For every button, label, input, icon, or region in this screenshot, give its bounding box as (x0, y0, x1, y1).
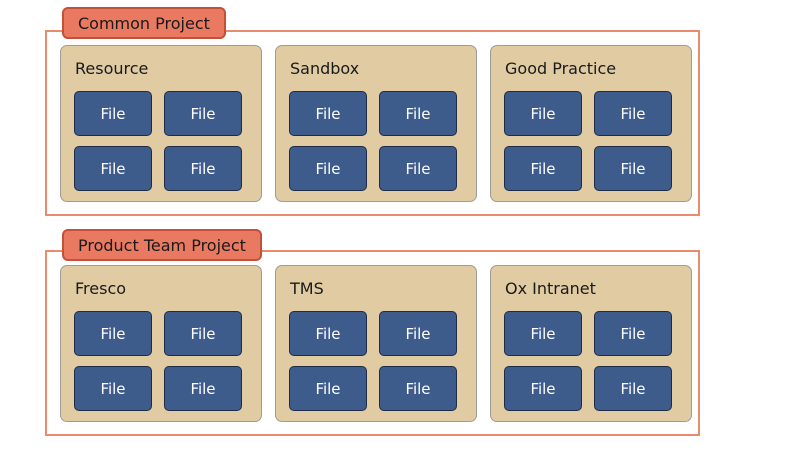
group-label-product-team-project: Product Team Project (62, 229, 262, 261)
folder-title: Fresco (75, 279, 127, 298)
file-grid: File File File File (74, 311, 248, 411)
file-node: File (379, 311, 457, 356)
file-grid: File File File File (504, 311, 678, 411)
file-node: File (164, 366, 242, 411)
folder-title: Sandbox (290, 59, 360, 78)
file-node: File (289, 146, 367, 191)
file-node: File (289, 366, 367, 411)
file-node: File (594, 91, 672, 136)
folder-tms: TMS File File File File (275, 265, 477, 422)
file-grid: File File File File (289, 311, 463, 411)
file-node: File (504, 311, 582, 356)
folder-title: Good Practice (505, 59, 617, 78)
file-node: File (379, 91, 457, 136)
folder-title: Resource (75, 59, 149, 78)
file-node: File (164, 146, 242, 191)
file-node: File (289, 311, 367, 356)
file-node: File (289, 91, 367, 136)
file-grid: File File File File (504, 91, 678, 191)
group-container-product-team-project: Fresco File File File File TMS File File… (45, 250, 700, 436)
file-node: File (74, 91, 152, 136)
file-node: File (74, 366, 152, 411)
folder-fresco: Fresco File File File File (60, 265, 262, 422)
folder-resource: Resource File File File File (60, 45, 262, 202)
folder-title: Ox Intranet (505, 279, 596, 298)
folder-sandbox: Sandbox File File File File (275, 45, 477, 202)
file-node: File (164, 311, 242, 356)
group-label-common-project: Common Project (62, 7, 226, 39)
file-node: File (504, 366, 582, 411)
folder-good-practice: Good Practice File File File File (490, 45, 692, 202)
group-container-common-project: Resource File File File File Sandbox Fil… (45, 30, 700, 216)
file-node: File (504, 91, 582, 136)
file-node: File (594, 146, 672, 191)
file-node: File (164, 91, 242, 136)
file-node: File (379, 366, 457, 411)
folder-ox-intranet: Ox Intranet File File File File (490, 265, 692, 422)
file-node: File (594, 311, 672, 356)
file-node: File (74, 311, 152, 356)
folder-row: Fresco File File File File TMS File File… (47, 252, 705, 435)
file-grid: File File File File (289, 91, 463, 191)
file-node: File (594, 366, 672, 411)
folder-row: Resource File File File File Sandbox Fil… (47, 32, 705, 215)
folder-title: TMS (290, 279, 324, 298)
file-grid: File File File File (74, 91, 248, 191)
file-node: File (74, 146, 152, 191)
file-node: File (504, 146, 582, 191)
file-node: File (379, 146, 457, 191)
